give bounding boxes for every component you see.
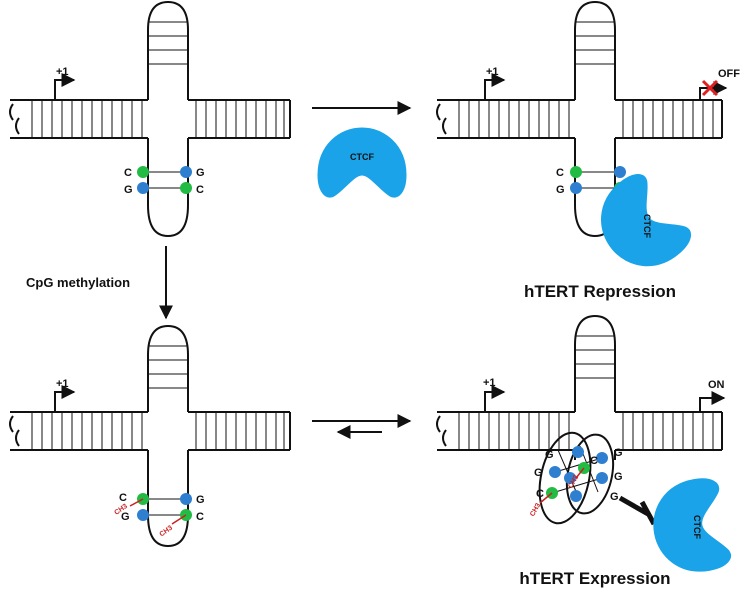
- base-c: C: [590, 455, 598, 467]
- base-c: C: [119, 492, 127, 504]
- base-g: G: [121, 511, 130, 523]
- panel-methylated-hairpin: [9, 324, 291, 548]
- base-c: C: [124, 167, 132, 179]
- base-c: C: [536, 488, 544, 500]
- base-g: G: [556, 184, 565, 196]
- guanine-dot: [596, 452, 608, 464]
- base-g: G: [124, 184, 133, 196]
- methylation-label: CpG methylation: [26, 275, 130, 290]
- ctcf-label: CTCF: [350, 152, 374, 162]
- off-label: OFF: [718, 68, 740, 80]
- x-mark-icon: [701, 79, 719, 97]
- dna-break-mark: [436, 103, 447, 135]
- methyl-group: CH3: [159, 514, 187, 539]
- ctcf-protein-bound: CTCF: [601, 174, 691, 267]
- panel-unmethylated-hairpin: [9, 0, 291, 238]
- tss-label: +1: [56, 378, 69, 390]
- base-g: G: [610, 491, 619, 503]
- guanine-dot: [180, 493, 192, 505]
- guanine-dot: [180, 166, 192, 178]
- base-g: G: [534, 467, 543, 479]
- base-g: G: [545, 449, 554, 461]
- duplex-rungs: [458, 21, 714, 189]
- tss-label: +1: [486, 66, 499, 78]
- duplex-rungs: [31, 21, 285, 189]
- cytosine-dot: [137, 166, 149, 178]
- duplex-rungs: [458, 335, 714, 497]
- tss-label: +1: [483, 377, 496, 389]
- repression-caption: hTERT Repression: [524, 282, 676, 301]
- on-label: ON: [708, 379, 725, 391]
- tss-arrow-icon: [484, 73, 506, 100]
- ctcf-protein-free: CTCF: [317, 127, 407, 198]
- guanine-dot: [614, 166, 626, 178]
- guanine-dot: [570, 182, 582, 194]
- base-g: G: [196, 494, 205, 506]
- guanine-dot: [137, 182, 149, 194]
- methyl-label: CH3: [159, 525, 175, 539]
- expression-caption: hTERT Expression: [519, 569, 670, 588]
- tss-label: +1: [56, 66, 69, 78]
- guanine-dot: [570, 490, 582, 502]
- base-g: G: [614, 447, 623, 459]
- base-c: C: [196, 511, 204, 523]
- guanine-dot: [564, 472, 576, 484]
- base-c: C: [556, 167, 564, 179]
- base-g: G: [196, 167, 205, 179]
- tss-arrow-icon: [54, 73, 76, 100]
- ctcf-protein-blocked: CTCF: [653, 478, 731, 572]
- transcription-arrow-icon: [699, 391, 726, 412]
- tss-arrow-icon: [484, 385, 506, 412]
- guanine-dot: [572, 446, 584, 458]
- guanine-dot: [596, 472, 608, 484]
- cytosine-dot: [570, 166, 582, 178]
- guanine-dot: [137, 509, 149, 521]
- dna-break-mark: [436, 415, 447, 447]
- t-bar-inhibition-icon: [618, 495, 657, 526]
- cytosine-dot: [180, 182, 192, 194]
- dna-break-mark: [9, 103, 20, 135]
- base-g: G: [614, 471, 623, 483]
- guanine-dot: [549, 466, 561, 478]
- duplex-rungs: [31, 345, 285, 516]
- panel-repression-hairpin: [436, 0, 723, 238]
- tss-arrow-icon: [54, 385, 76, 412]
- ctcf-label: CTCF: [642, 214, 652, 238]
- base-c: C: [196, 184, 204, 196]
- dna-break-mark: [9, 415, 20, 447]
- ctcf-label: CTCF: [692, 515, 702, 539]
- transcription-arrow-icon: [699, 81, 728, 100]
